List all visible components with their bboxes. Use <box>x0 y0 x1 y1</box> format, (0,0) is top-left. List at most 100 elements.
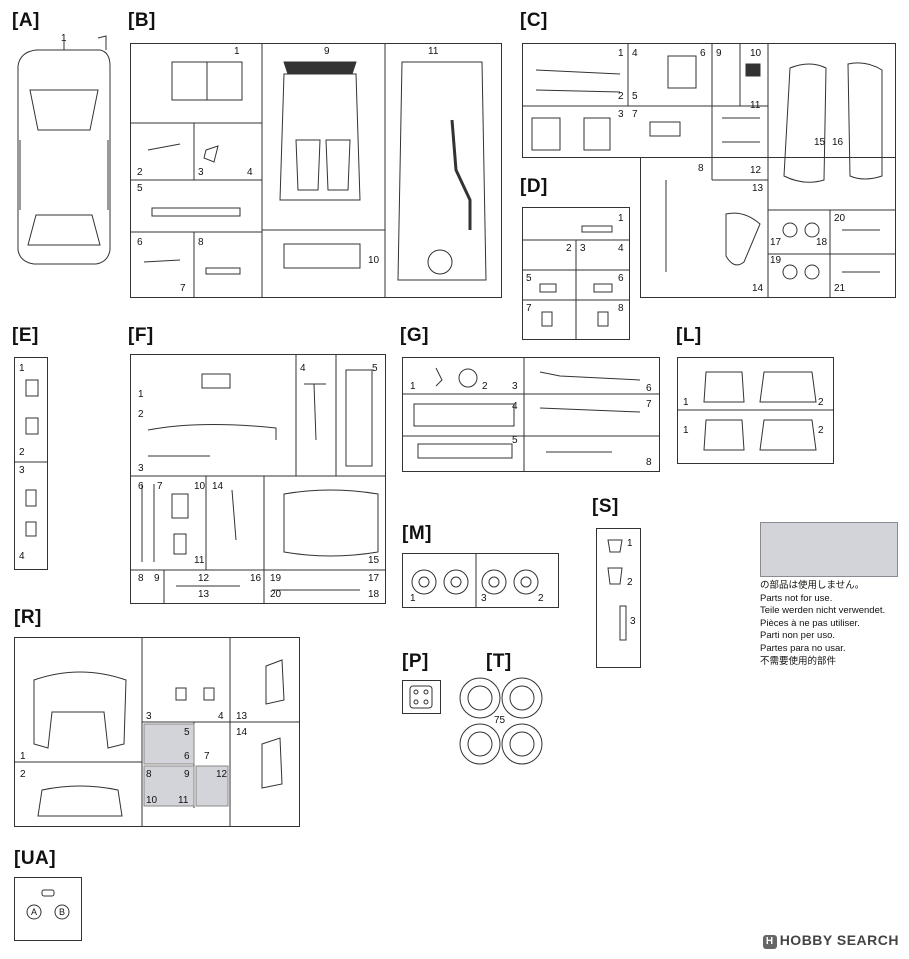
part-number: 3 <box>481 593 487 604</box>
part-number: 2 <box>618 91 624 102</box>
part-number: 20 <box>834 213 846 224</box>
sprue-d-dividers <box>522 225 630 340</box>
part-number: 2 <box>627 577 633 588</box>
sprue-b-dividers <box>130 43 487 298</box>
part-number: 8 <box>618 303 624 314</box>
part-number: 8 <box>646 457 652 468</box>
part-number: 12 <box>198 573 210 584</box>
part-number: 4 <box>247 167 253 178</box>
sprue-frame-b <box>130 43 502 298</box>
part-number: 18 <box>368 589 380 600</box>
part-number: 1 <box>683 425 689 436</box>
part-number: 2 <box>138 409 144 420</box>
part-number: 2 <box>19 447 25 458</box>
part-number: 1 <box>138 389 144 400</box>
part-number: 3 <box>146 711 152 722</box>
part-number: 3 <box>512 381 518 392</box>
part-number: 3 <box>618 109 624 120</box>
part-number: 2 <box>818 397 824 408</box>
part-number: 9 <box>154 573 160 584</box>
sprue-ua-parts <box>26 889 70 920</box>
sprue-label-l: [L] <box>676 325 702 346</box>
note-line-it: Parti non per uso. <box>760 630 835 642</box>
part-number: 4 <box>19 551 25 562</box>
sprue-label-e: [E] <box>12 325 39 346</box>
part-number: 5 <box>372 363 378 374</box>
note-line-fr: Pièces à ne pas utiliser. <box>760 617 860 629</box>
part-number: 4 <box>218 711 224 722</box>
part-number: 4 <box>300 363 306 374</box>
part-number: 2 <box>20 769 26 780</box>
sprue-label-ua: [UA] <box>14 848 57 869</box>
sprue-r-parts <box>14 637 300 827</box>
part-number: 2 <box>538 593 544 604</box>
part-number: 6 <box>700 48 706 59</box>
sprue-label-m: [M] <box>402 523 432 544</box>
sprue-m-wheels <box>411 553 539 608</box>
sprue-frame-f <box>130 354 386 604</box>
part-number: 1 <box>19 363 25 374</box>
part-number: 7 <box>646 399 652 410</box>
part-number: 15 <box>368 555 380 566</box>
part-number: 14 <box>212 481 224 492</box>
note-line-es: Partes para no usar. <box>760 642 846 654</box>
part-number: 2 <box>818 425 824 436</box>
sprue-label-d: [D] <box>520 176 548 197</box>
sprue-label-g: [G] <box>400 325 429 346</box>
part-number: 7 <box>157 481 163 492</box>
part-number: 7 <box>204 751 210 762</box>
part-number: 10 <box>146 795 158 806</box>
part-number: 3 <box>19 465 25 476</box>
part-number: 3 <box>138 463 144 474</box>
part-number: 5 <box>137 183 143 194</box>
sprue-label-c: [C] <box>520 10 548 31</box>
part-number: 15 <box>814 137 826 148</box>
part-number: 75 <box>494 715 506 726</box>
part-number: 1 <box>618 213 624 224</box>
sprue-t-tires <box>459 677 543 765</box>
part-number: 6 <box>184 751 190 762</box>
part-number: 8 <box>198 237 204 248</box>
part-number: 1 <box>410 593 416 604</box>
sprue-frame-ua <box>14 877 82 941</box>
part-number: 11 <box>428 46 439 57</box>
part-number: 9 <box>184 769 190 780</box>
part-number: 4 <box>632 48 638 59</box>
sprue-e-dividers <box>14 379 48 537</box>
part-number: 11 <box>194 555 205 566</box>
note-line-ja: の部品は使用しません。 <box>760 580 865 591</box>
part-number: 1 <box>627 538 633 549</box>
part-number: 16 <box>250 573 262 584</box>
part-number: 13 <box>752 183 764 194</box>
part-number: 9 <box>324 46 330 57</box>
sprue-label-f: [F] <box>128 325 154 346</box>
part-number: 10 <box>194 481 206 492</box>
part-number: 18 <box>816 237 828 248</box>
sprue-label-a: [A] <box>12 10 40 31</box>
sprue-l-seats <box>677 371 834 451</box>
part-number: 7 <box>632 109 638 120</box>
note-line-de: Teile werden nicht verwendet. <box>760 605 886 617</box>
part-number: 8 <box>146 769 152 780</box>
part-number: 11 <box>750 100 761 111</box>
part-number: 14 <box>752 283 764 294</box>
part-number: 5 <box>512 435 518 446</box>
part-number: 8 <box>698 163 704 174</box>
part-number: 17 <box>770 237 782 248</box>
sprue-label-t: [T] <box>486 651 512 672</box>
sprue-frame-g <box>402 357 660 472</box>
part-number: 2 <box>137 167 143 178</box>
part-number: 3 <box>580 243 586 254</box>
part-number: 5 <box>526 273 532 284</box>
part-number: 6 <box>618 273 624 284</box>
note-line-en: Parts not for use. <box>760 592 833 604</box>
part-number: 19 <box>770 255 782 266</box>
part-number: 10 <box>750 48 762 59</box>
part-number: 19 <box>270 573 282 584</box>
part-number: 1 <box>683 397 689 408</box>
part-number: 3 <box>630 616 636 627</box>
part-number: 2 <box>566 243 572 254</box>
part-number: 21 <box>834 283 846 294</box>
part-number: 16 <box>832 137 844 148</box>
